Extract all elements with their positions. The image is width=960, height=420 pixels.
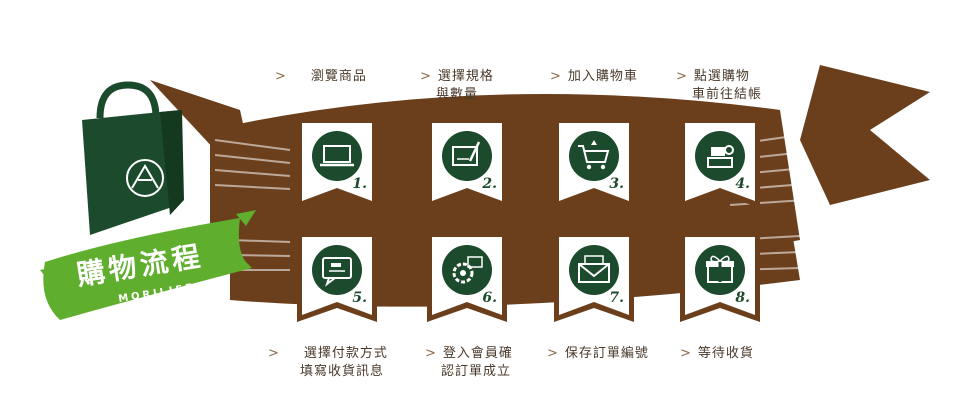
badge-brush: [40, 210, 256, 320]
arrow-icon: >: [680, 346, 692, 361]
cash-register-icon: [707, 145, 734, 168]
form-pen-icon: [452, 141, 481, 166]
step-number: 7.: [609, 290, 624, 306]
step-1-label: >瀏覽商品: [275, 69, 367, 84]
step-tag-8: 8.: [680, 232, 760, 322]
step-number: 6.: [482, 290, 497, 306]
arrow-icon: >: [268, 346, 280, 361]
step-tag-5: 5.: [297, 232, 377, 322]
step-3-label: >加入購物車: [550, 69, 638, 84]
step-5-label: >選擇付款方式 填寫收貨訊息: [268, 346, 388, 379]
arrow-icon: >: [420, 69, 432, 84]
gear-login-icon: [452, 256, 483, 284]
ribbon-banner: [150, 65, 930, 307]
step-tag-7: 7.: [554, 232, 634, 322]
step-number: 2.: [481, 176, 497, 192]
chat-form-icon: [322, 257, 352, 287]
step-tag-3: 3.: [554, 118, 634, 208]
shopping-cart-icon: [578, 140, 610, 170]
step-6-label: >登入會員確 認訂單成立: [425, 346, 513, 379]
step-tag-2: 2.: [427, 118, 507, 208]
arrow-icon: >: [425, 346, 437, 361]
step-4-label: >點選購物 車前往結帳: [676, 69, 763, 102]
step-number: 1.: [352, 176, 367, 192]
step-8-label: >等待收貨: [680, 346, 754, 361]
arrow-icon: >: [547, 346, 559, 361]
step-tags: 1. 2. 3. 4. 5. 6. 7. 8.: [297, 118, 760, 322]
envelope-icon: [578, 255, 610, 283]
step-number: 4.: [735, 176, 750, 192]
arrow-icon: >: [275, 69, 287, 84]
arrow-icon: >: [550, 69, 562, 84]
step-number: 8.: [735, 290, 750, 306]
step-tag-4: 4.: [680, 118, 760, 208]
gift-icon: [706, 255, 734, 283]
step-2-label: >選擇規格 與數量: [420, 69, 494, 102]
laptop-icon: [320, 145, 354, 167]
step-number: 3.: [609, 176, 624, 192]
step-tag-1: 1.: [297, 118, 377, 208]
arrow-icon: >: [676, 69, 688, 84]
shopping-bag-icon: [82, 81, 184, 235]
step-7-label: >保存訂單編號: [547, 346, 649, 361]
step-number: 5.: [352, 290, 367, 306]
step-tag-6: 6.: [427, 232, 507, 322]
